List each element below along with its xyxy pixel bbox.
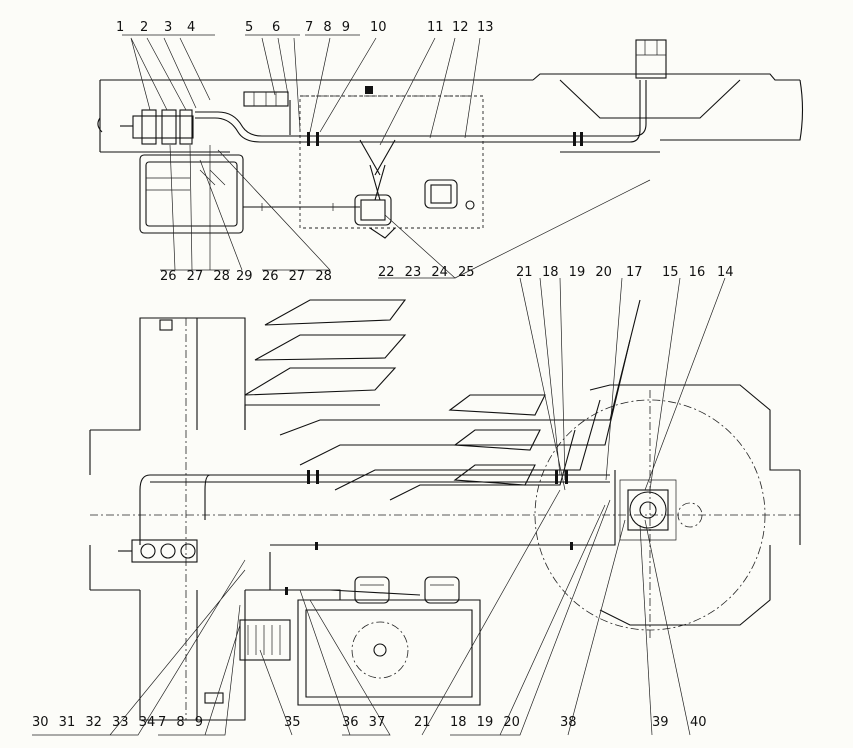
label-26-27-28-a: 26 27 28 — [160, 269, 230, 284]
label-3: 3 — [164, 20, 172, 35]
label-11: 11 — [427, 20, 444, 35]
label-26-27-28-b: 26 27 28 — [262, 269, 332, 284]
label-18-20-top: 18 19 20 — [542, 265, 612, 280]
label-30-34: 30 31 32 33 34 — [32, 715, 155, 730]
label-5: 5 — [245, 20, 253, 35]
label-38: 38 — [560, 715, 577, 730]
label-7-8-9-top: 7 8 9 — [305, 20, 350, 35]
label-12: 12 — [452, 20, 469, 35]
label-4: 4 — [187, 20, 195, 35]
label-22-25: 22 23 24 25 — [378, 265, 475, 280]
label-21-top: 21 — [516, 265, 533, 280]
label-36-37: 36 37 — [342, 715, 385, 730]
label-10: 10 — [370, 20, 387, 35]
label-7-8-9-bot: 7 8 9 — [158, 715, 203, 730]
label-39: 39 — [652, 715, 669, 730]
label-40: 40 — [690, 715, 707, 730]
bottom-plan — [89, 299, 801, 721]
label-15-16: 15 16 — [662, 265, 705, 280]
label-13: 13 — [477, 20, 494, 35]
label-1: 1 — [116, 20, 124, 35]
label-18-20-bot: 18 19 20 — [450, 715, 520, 730]
label-17: 17 — [626, 265, 643, 280]
label-14: 14 — [717, 265, 734, 280]
top-elevation — [97, 39, 804, 239]
label-2: 2 — [140, 20, 148, 35]
label-29: 29 — [236, 269, 253, 284]
leader-lines — [32, 34, 726, 736]
label-21-bot: 21 — [414, 715, 431, 730]
callout-labels: 1 2 3 4 5 6 7 8 9 10 11 12 13 26 27 28 2… — [32, 20, 734, 730]
label-6: 6 — [272, 20, 280, 35]
label-35: 35 — [284, 715, 301, 730]
